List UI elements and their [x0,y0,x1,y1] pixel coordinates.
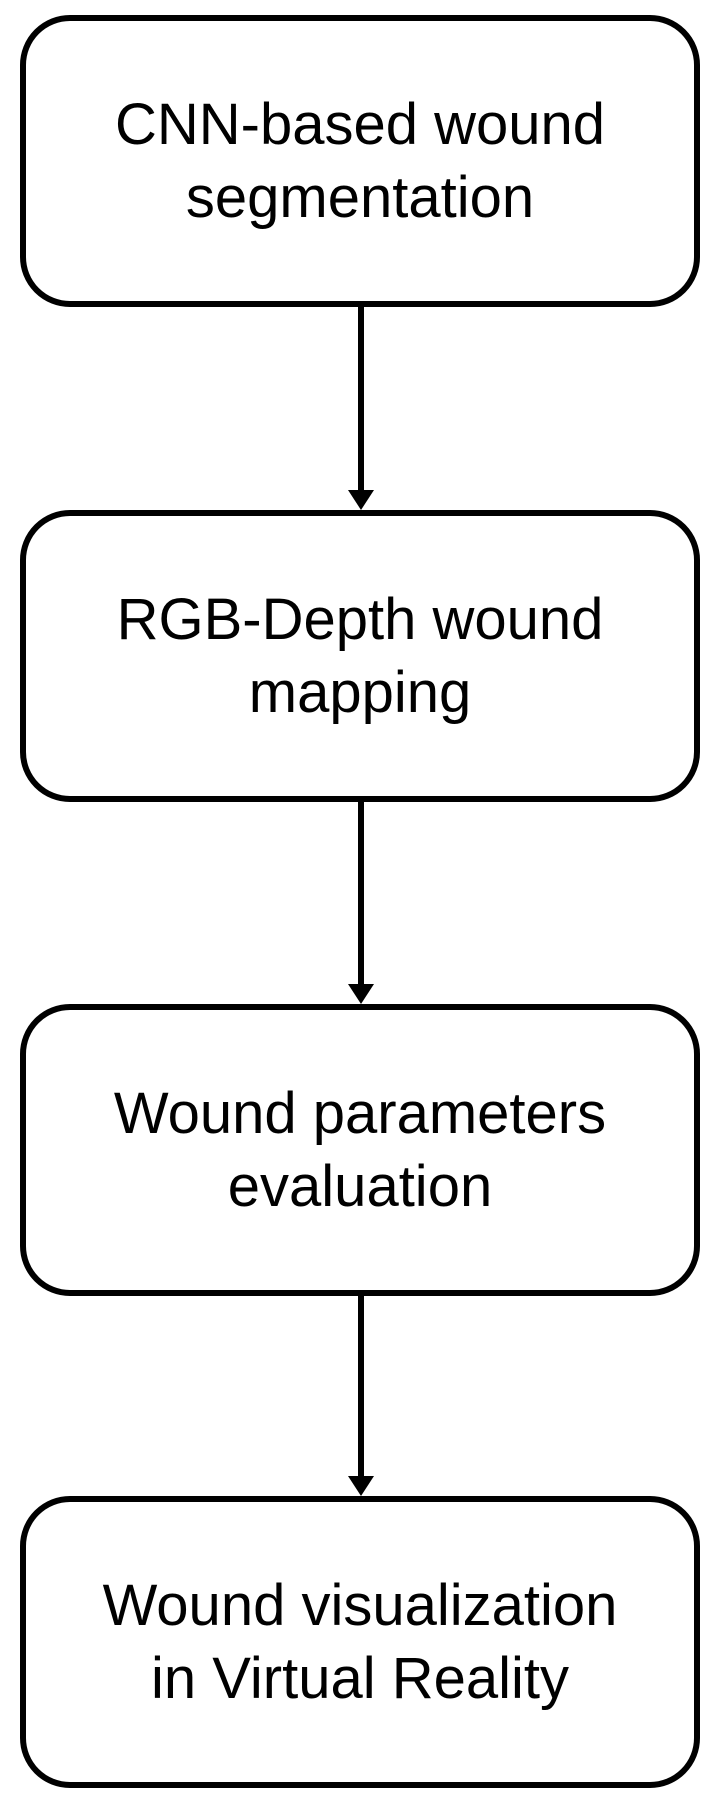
node-label-line: CNN-based wound [114,92,606,157]
node-label-line: segmentation [185,165,535,230]
flowchart-node-wound-parameters-evaluation: Wound parameters evaluation [20,1004,700,1296]
arrow-head-icon [348,490,374,510]
node-label-line: Wound parameters [113,1081,607,1146]
arrow-shaft [358,1296,364,1478]
flowchart-node-cnn-wound-segmentation: CNN-based wound segmentation [20,15,700,307]
node-label-line: RGB-Depth wound [116,587,604,652]
flow-arrow-3 [0,1296,722,1496]
flowchart-node-rgb-depth-wound-mapping: RGB-Depth wound mapping [20,510,700,802]
arrow-shaft [358,802,364,986]
node-label: CNN-based wound segmentation [115,88,605,234]
node-label: Wound parameters evaluation [114,1077,606,1223]
node-label-line: Wound visualization [102,1573,618,1638]
flow-arrow-1 [0,307,722,510]
arrow-head-icon [348,1476,374,1496]
flow-arrow-2 [0,802,722,1004]
node-label-line: in Virtual Reality [150,1646,569,1711]
arrow-head-icon [348,984,374,1004]
flowchart-node-wound-visualization-vr: Wound visualization in Virtual Reality [20,1496,700,1788]
node-label: RGB-Depth wound mapping [117,583,604,729]
node-label-line: mapping [248,660,472,725]
node-label: Wound visualization in Virtual Reality [103,1569,618,1715]
arrow-shaft [358,307,364,492]
node-label-line: evaluation [227,1154,493,1219]
